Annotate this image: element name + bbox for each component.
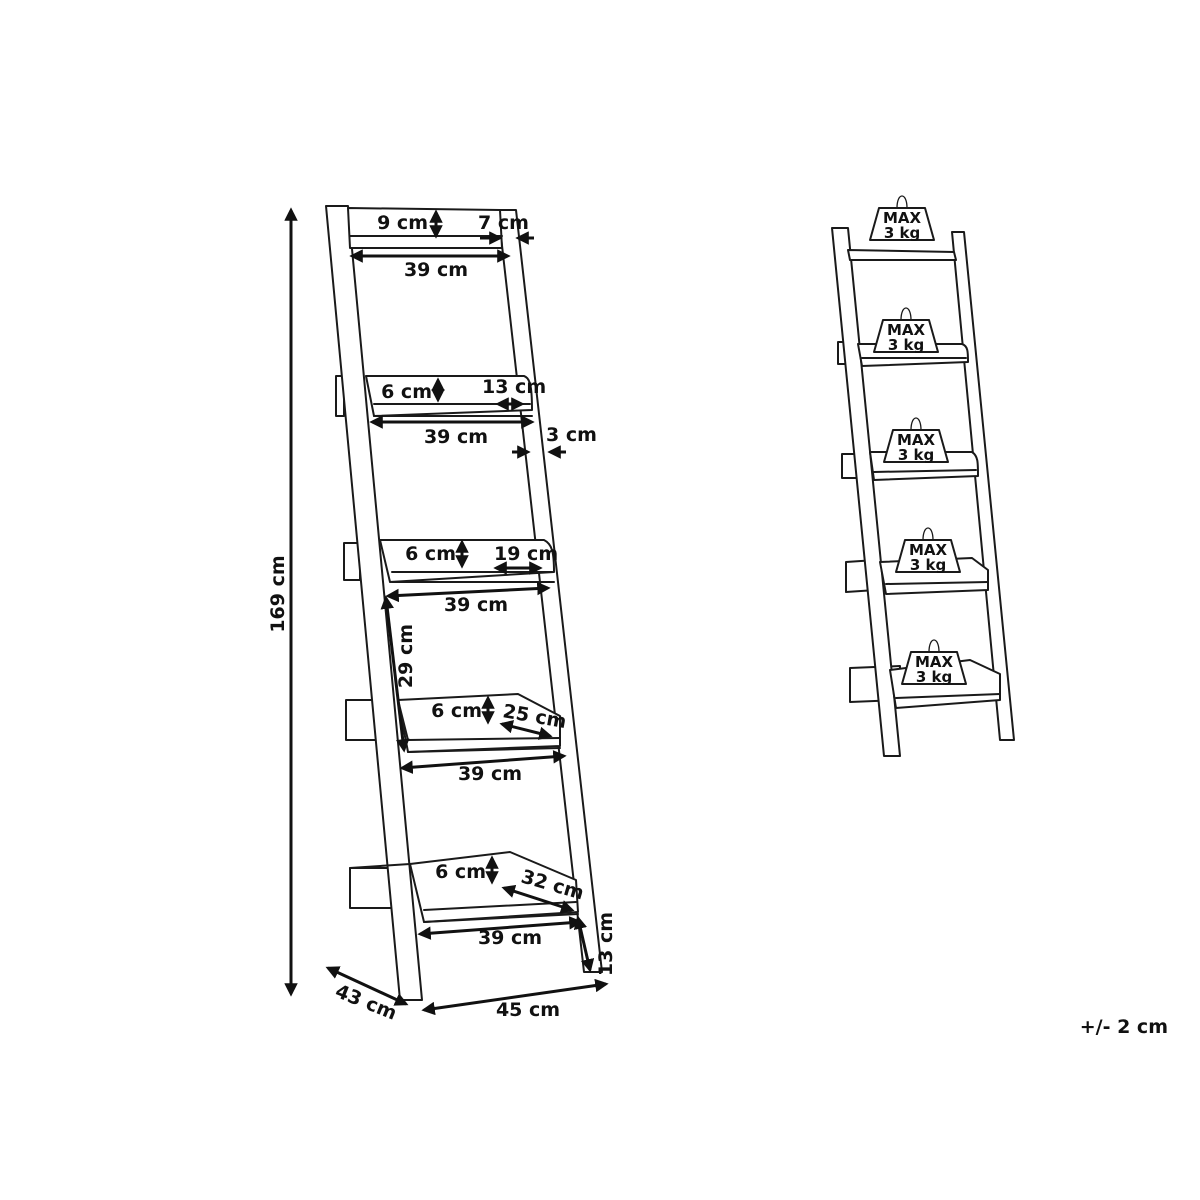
shelf-1-height-label: 6 cm bbox=[381, 381, 432, 403]
shelf-1-width-label: 39 cm bbox=[424, 426, 488, 448]
weight-2: MAX 3 kg bbox=[873, 307, 939, 354]
svg-text:MAX: MAX bbox=[897, 431, 936, 449]
top-rail-height-label: 9 cm bbox=[377, 212, 428, 234]
tolerance-note: +/- 2 cm bbox=[1079, 1016, 1168, 1038]
svg-text:MAX: MAX bbox=[883, 209, 922, 227]
leg-thickness-label: 3 cm bbox=[546, 424, 597, 446]
load-left-leg bbox=[831, 227, 901, 757]
shelf-3-width-label: 39 cm bbox=[458, 763, 522, 785]
top-width-label: 39 cm bbox=[404, 259, 468, 281]
weight-3: MAX 3 kg bbox=[883, 417, 949, 464]
shelf-2-width-label: 39 cm bbox=[444, 594, 508, 616]
top-rail bbox=[347, 207, 503, 249]
svg-text:3 kg: 3 kg bbox=[898, 446, 934, 464]
height-label: 169 cm bbox=[267, 555, 289, 632]
svg-text:3 kg: 3 kg bbox=[888, 336, 924, 354]
shelf-1-depth-label: 13 cm bbox=[482, 376, 546, 398]
svg-text:MAX: MAX bbox=[909, 541, 948, 559]
top-rail-depth-label: 7 cm bbox=[478, 212, 529, 234]
shelf-3-height-label: 6 cm bbox=[431, 700, 482, 722]
svg-text:3 kg: 3 kg bbox=[910, 556, 946, 574]
width-label: 45 cm bbox=[496, 999, 560, 1021]
svg-text:MAX: MAX bbox=[915, 653, 954, 671]
svg-text:3 kg: 3 kg bbox=[884, 224, 920, 242]
weight-5: MAX 3 kg bbox=[901, 639, 967, 686]
svg-text:MAX: MAX bbox=[887, 321, 926, 339]
shelf-4-width-label: 39 cm bbox=[478, 927, 542, 949]
weight-1: MAX 3 kg bbox=[869, 195, 935, 242]
shelf-4-height-label: 6 cm bbox=[435, 861, 486, 883]
svg-text:3 kg: 3 kg bbox=[916, 668, 952, 686]
spacing-label: 29 cm bbox=[395, 624, 417, 688]
weight-4: MAX 3 kg bbox=[895, 527, 961, 574]
shelf-2-depth-label: 19 cm bbox=[494, 543, 558, 565]
dimensioned-ladder: 169 cm 9 cm 7 cm 39 cm 6 cm 13 cm 39 cm … bbox=[267, 205, 617, 1025]
shelf-2-height-label: 6 cm bbox=[405, 543, 456, 565]
foot-height-label: 13 cm bbox=[595, 912, 617, 976]
load-ladder: MAX 3 kg MAX 3 kg MAX 3 kg MAX 3 kg MAX … bbox=[831, 195, 1015, 757]
